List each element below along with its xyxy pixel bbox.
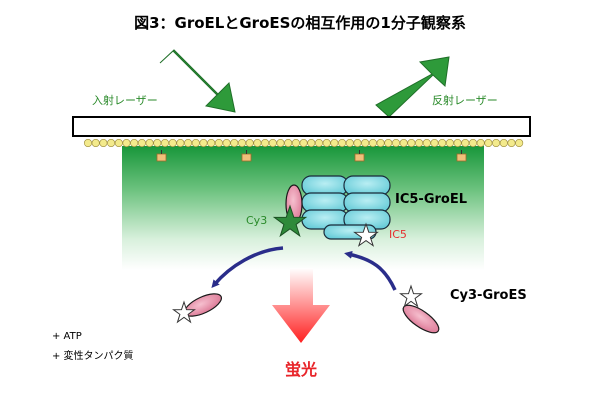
- free-groes-right-star-icon: [398, 284, 424, 308]
- surface-bead: [99, 139, 108, 148]
- surface-bead: [299, 139, 308, 148]
- incident-laser-label: 入射レーザー: [92, 93, 158, 107]
- surface-bead: [453, 139, 462, 148]
- surface-bead: [438, 139, 447, 148]
- surface-bead: [168, 139, 177, 148]
- surface-bead: [84, 139, 93, 148]
- surface-bead: [238, 139, 247, 148]
- surface-bead: [314, 139, 323, 148]
- fluorescence-arrow: [272, 268, 330, 343]
- reflected-laser-arrow: [375, 56, 450, 118]
- surface-bead: [353, 139, 362, 148]
- surface-bead: [107, 139, 116, 148]
- surface-bead: [184, 139, 193, 148]
- surface-anchor: [156, 150, 167, 162]
- surface-bead: [515, 139, 524, 148]
- surface-bead: [130, 139, 139, 148]
- surface-bead: [322, 139, 331, 148]
- surface-bead: [492, 139, 501, 148]
- surface-bead: [307, 139, 316, 148]
- surface-bead: [114, 139, 123, 148]
- surface-bead: [461, 139, 470, 148]
- reflected-laser-label: 反射レーザー: [432, 93, 498, 107]
- surface-bead: [415, 139, 424, 148]
- cy3-groes-label: Cy3-GroES: [450, 288, 527, 303]
- groel-complex-label: IC5-GroEL: [395, 192, 467, 207]
- surface-bead: [345, 139, 354, 148]
- groel-subunit: [301, 175, 391, 240]
- surface-anchor: [456, 150, 467, 162]
- surface-bead: [330, 139, 339, 148]
- free-groes-left: [171, 293, 223, 324]
- surface-bead: [484, 139, 493, 148]
- surface-bead: [176, 139, 185, 148]
- surface-bead: [284, 139, 293, 148]
- surface-bead: [91, 139, 100, 148]
- surface-bead: [153, 139, 162, 148]
- surface-bead: [230, 139, 239, 148]
- surface-bead: [468, 139, 477, 148]
- surface-bead: [361, 139, 370, 148]
- denatured-protein-note: + 変性タンパク質: [52, 349, 134, 362]
- surface-bead: [507, 139, 516, 148]
- surface-bead: [253, 139, 262, 148]
- surface-bead: [476, 139, 485, 148]
- ic5-star-icon: [353, 222, 379, 247]
- surface-bead: [268, 139, 277, 148]
- free-groes-left-star-icon: [171, 300, 197, 324]
- surface-bead: [276, 139, 285, 148]
- surface-bead: [261, 139, 270, 148]
- surface-anchor: [354, 150, 365, 162]
- cy3-label: Cy3: [246, 214, 267, 227]
- surface-bead: [122, 139, 131, 148]
- ic5-label: IC5: [389, 228, 407, 241]
- surface-bead: [214, 139, 223, 148]
- glass-slide: [72, 116, 531, 137]
- surface-bead: [191, 139, 200, 148]
- atp-note: + ATP: [52, 331, 82, 342]
- surface-bead: [368, 139, 377, 148]
- surface-bead: [430, 139, 439, 148]
- surface-bead: [338, 139, 347, 148]
- surface-bead: [161, 139, 170, 148]
- surface-anchor: [241, 150, 252, 162]
- surface-bead: [222, 139, 231, 148]
- surface-bead: [137, 139, 146, 148]
- surface-bead: [407, 139, 416, 148]
- surface-bead: [207, 139, 216, 148]
- surface-bead: [199, 139, 208, 148]
- cy3-star-icon: [272, 204, 308, 238]
- surface-bead: [376, 139, 385, 148]
- surface-bead: [291, 139, 300, 148]
- groel-complex: [285, 175, 391, 240]
- surface-bead: [445, 139, 454, 148]
- surface-bead: [145, 139, 154, 148]
- surface-bead: [399, 139, 408, 148]
- surface-bead: [245, 139, 254, 148]
- fluorescence-label: 蛍光: [285, 360, 317, 379]
- binding-arrow: [344, 250, 397, 291]
- surface-bead: [384, 139, 393, 148]
- surface-bead-row: [84, 139, 524, 148]
- surface-bead: [499, 139, 508, 148]
- surface-bead: [422, 139, 431, 148]
- incident-laser-arrow: [159, 49, 236, 113]
- release-arrow: [211, 246, 284, 289]
- diagram-title: 図3：GroELとGroESの相互作用の1分子観察系: [134, 14, 466, 32]
- free-groes-right: [398, 284, 440, 334]
- surface-bead: [391, 139, 400, 148]
